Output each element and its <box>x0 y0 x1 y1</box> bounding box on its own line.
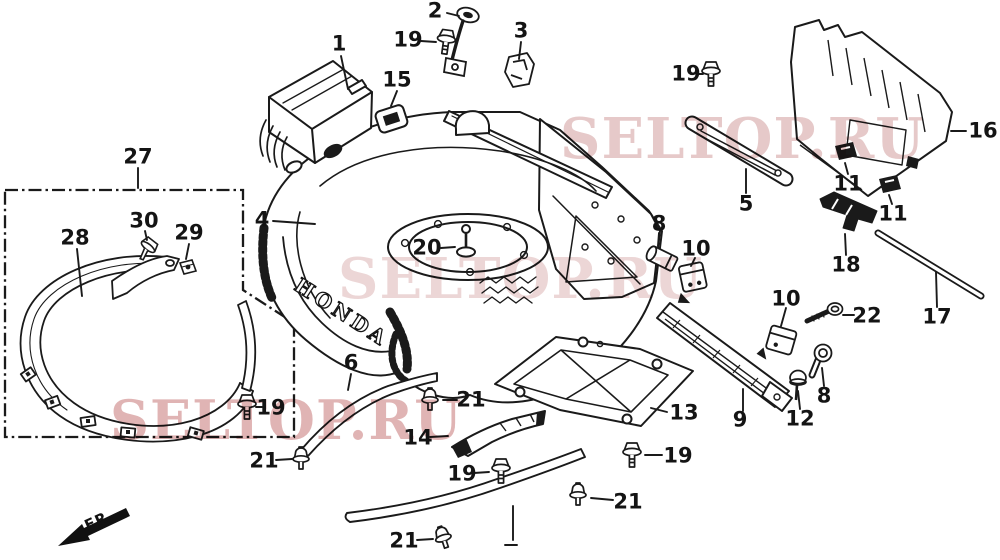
callout-17: 17 <box>922 304 952 329</box>
bolt-19-drawing <box>701 61 721 87</box>
callout-28: 28 <box>60 225 90 250</box>
callout-19: 19 <box>447 461 477 486</box>
part-13-bracket-drawing <box>494 336 694 427</box>
part-12-button-drawing <box>789 369 807 401</box>
callout-13: 13 <box>669 400 699 425</box>
part-16-shield-drawing <box>790 19 953 197</box>
callout-8: 8 <box>651 211 667 236</box>
bolt-21-drawing <box>292 446 310 470</box>
part-20-bolt-drawing <box>456 224 476 258</box>
callout-19: 19 <box>671 61 701 86</box>
callout-10: 10 <box>771 286 801 311</box>
callout-3: 3 <box>513 18 529 43</box>
callout-10: 10 <box>681 236 711 261</box>
callout-30: 30 <box>129 208 159 233</box>
callout-11: 11 <box>878 201 908 226</box>
callout-leader-lines <box>76 12 967 546</box>
callout-27: 27 <box>123 144 153 169</box>
part-11-stop-drawing <box>835 142 857 160</box>
callout-19: 19 <box>663 443 693 468</box>
callout-21: 21 <box>613 489 643 514</box>
part-28-band-drawing <box>19 255 257 443</box>
part-18-lever-drawing <box>819 191 878 232</box>
callout-11: 11 <box>833 171 863 196</box>
callout-19: 19 <box>393 27 423 52</box>
callout-29: 29 <box>174 220 204 245</box>
part-15-clip-drawing <box>374 104 409 134</box>
part-22-screw-drawing <box>804 302 844 324</box>
front-direction-arrow <box>58 508 130 546</box>
callout-1: 1 <box>331 31 347 56</box>
callout-18: 18 <box>831 252 861 277</box>
part-2-rod-drawing <box>442 6 480 78</box>
callout-6: 6 <box>343 350 359 375</box>
callout-19: 19 <box>256 395 286 420</box>
callout-15: 15 <box>382 67 412 92</box>
callout-21: 21 <box>389 528 419 553</box>
callout-22: 22 <box>852 303 882 328</box>
part-10-clamp-drawing <box>756 324 798 360</box>
part-8-socket-bolt-drawing <box>808 343 833 379</box>
part-30-screw-drawing <box>139 236 159 261</box>
callout-2: 2 <box>427 0 443 23</box>
bolt-19-drawing <box>237 394 257 420</box>
callout-21: 21 <box>249 448 279 473</box>
part-8-pin-drawing <box>645 245 679 272</box>
bolt-19-drawing <box>622 442 642 468</box>
bolt-21-drawing <box>431 523 455 551</box>
part-5-bar-drawing <box>684 115 794 187</box>
callout-16: 16 <box>968 118 998 143</box>
part-4-deck-drawing: HONDA <box>258 110 663 404</box>
part-17-rod-drawing <box>874 229 985 300</box>
callout-5: 5 <box>738 191 754 216</box>
callout-9: 9 <box>732 407 748 432</box>
part-6-strip-drawing <box>300 372 438 457</box>
part-3-bracket-drawing <box>504 52 535 88</box>
bolt-21-drawing <box>421 387 439 411</box>
bottom-strip-drawing <box>344 448 586 523</box>
callout-8: 8 <box>816 383 832 408</box>
part-9-rail-drawing <box>656 302 793 412</box>
part-1-guard-drawing <box>259 60 373 174</box>
part-14-shoe-drawing <box>451 410 546 458</box>
part-29-nut-drawing <box>178 259 198 275</box>
group-box-27 <box>3 188 296 439</box>
callout-14: 14 <box>403 425 433 450</box>
callout-4: 4 <box>254 207 270 232</box>
callout-12: 12 <box>785 406 815 431</box>
bolt-21-drawing <box>569 482 587 506</box>
part-11-stop-drawing <box>879 175 901 193</box>
part-10-clamp-drawing <box>677 261 708 304</box>
callout-21: 21 <box>456 387 486 412</box>
callout-20: 20 <box>412 235 442 260</box>
